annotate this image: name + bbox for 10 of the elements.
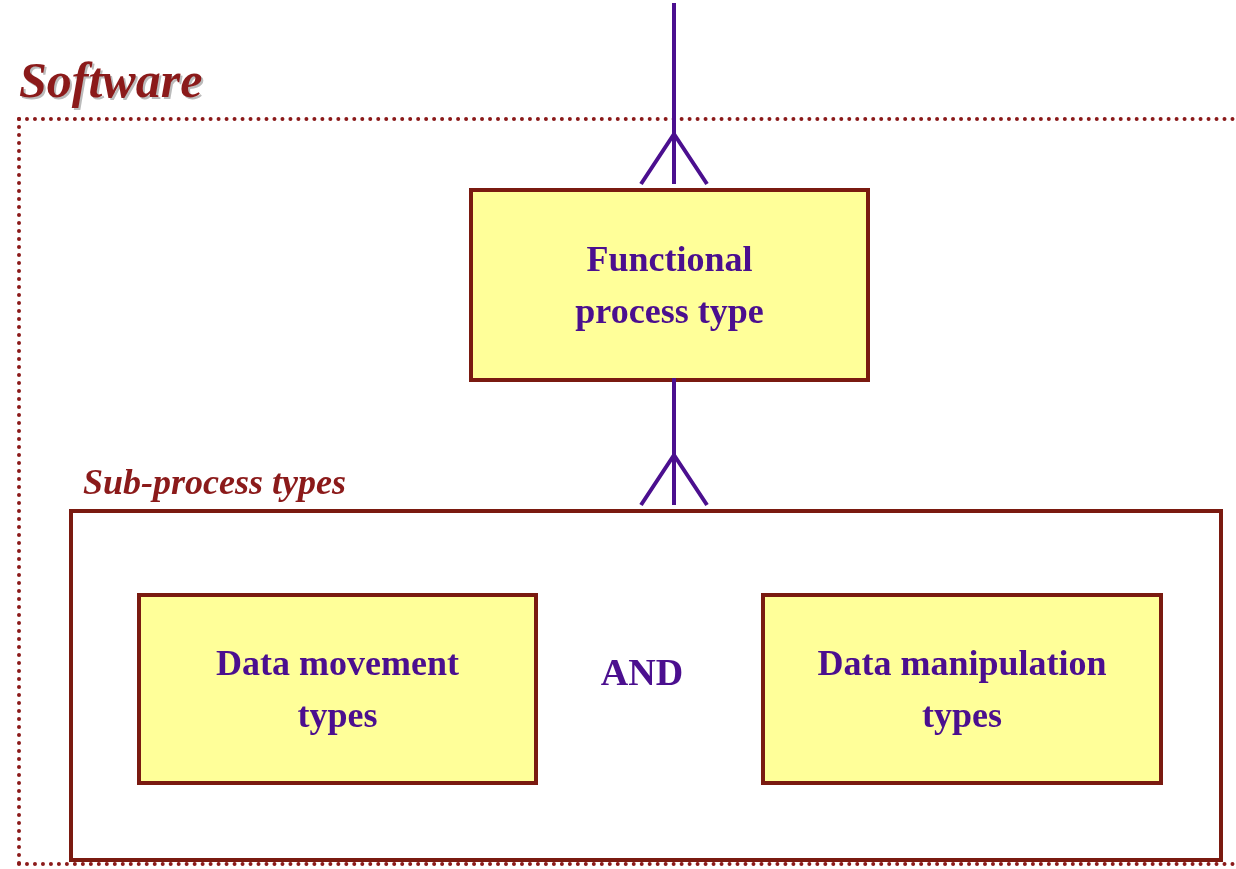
connector-word: AND	[600, 651, 684, 693]
boundary-title: Software	[19, 51, 203, 109]
box-label: Data movement types	[215, 641, 460, 737]
box-label: Data manipulation types	[816, 641, 1108, 737]
process-box	[137, 593, 538, 785]
process-box	[761, 593, 1163, 785]
box-label: Functional process type	[574, 237, 765, 333]
process-box	[469, 188, 870, 382]
crows-foot-connector	[639, 3, 709, 186]
group-title: Sub-process types	[83, 461, 346, 503]
